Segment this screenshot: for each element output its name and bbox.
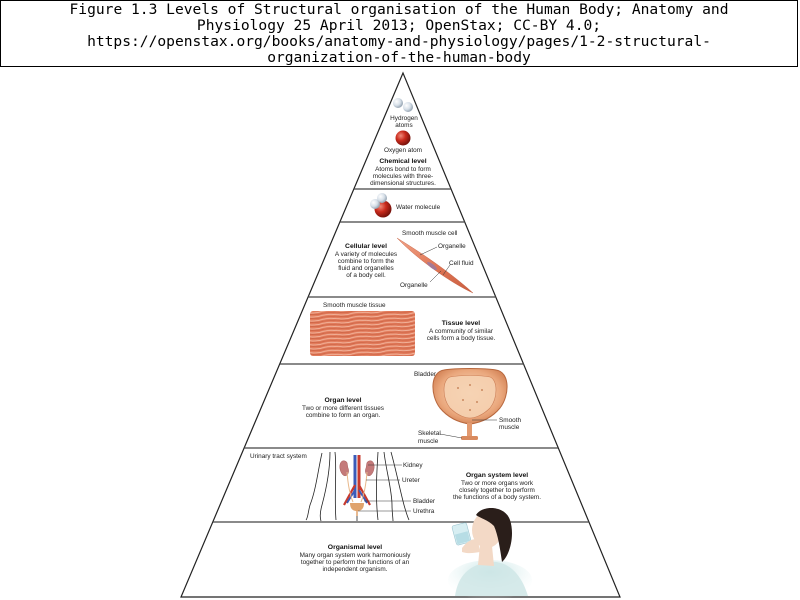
tissue-level-title: Tissue level: [442, 320, 481, 327]
organ-level-desc: combine to form an organ.: [306, 412, 381, 419]
bladder-label: Bladder: [413, 498, 436, 505]
organelle-label: Organelle: [400, 282, 428, 289]
water-molecule-icon: [370, 193, 392, 218]
caption-line: https://openstax.org/books/anatomy-and-p…: [87, 33, 711, 50]
bladder-icon: [432, 368, 508, 440]
tissue-level-desc: A community of similar: [429, 328, 494, 335]
figure-caption: Figure 1.3 Levels of Structural organisa…: [0, 0, 798, 67]
urethra-label: Urethra: [413, 508, 435, 515]
organ-system-level-desc: the functions of a body system.: [453, 494, 541, 501]
organismal-level-desc: independent organism.: [322, 566, 387, 573]
cellular-level-desc: A variety of molecules: [335, 251, 397, 258]
urinary-system-icon: [339, 455, 375, 516]
organ-level-desc: Two or more different tissues: [302, 405, 384, 412]
skeletal-muscle-label: muscle: [418, 438, 439, 445]
cellular-level-desc: of a body cell.: [346, 272, 386, 279]
smooth-muscle-label: Smooth: [499, 417, 521, 424]
ureter-label: Ureter: [402, 477, 421, 484]
hydrogen-label: Hydrogen: [390, 115, 418, 122]
organismal-level-title: Organismal level: [328, 544, 383, 551]
organismal-level: Organismal level Many organ system work …: [300, 508, 532, 600]
bladder-label: Bladder: [414, 371, 437, 378]
chemical-level-desc: Atoms bond to form: [375, 166, 431, 173]
organelle-label: Organelle: [438, 243, 466, 250]
cell-fluid-label: Cell fluid: [449, 260, 474, 267]
cellular-level-desc: fluid and organelles: [338, 265, 393, 272]
oxygen-atom-icon: [395, 130, 411, 146]
organ-system-level-desc: closely together to perform: [459, 487, 535, 494]
body-outline-icon: [305, 451, 410, 522]
organelle-icon: [427, 261, 437, 271]
organ-system-level-desc: Two or more organs work: [461, 480, 534, 487]
chemical-level: Hydrogen atoms Oxygen atom Chemical leve…: [370, 98, 436, 187]
skeletal-muscle-label: Skeletal: [418, 430, 441, 437]
organismal-level-desc: Many organ system work harmoniously: [300, 552, 412, 559]
smooth-muscle-cell-icon: [396, 237, 474, 294]
woman-drinking-icon: [448, 508, 532, 600]
organismal-level-desc: together to perform the functions of an: [301, 559, 410, 566]
cellular-level: Smooth muscle cell Cellular level A vari…: [335, 230, 474, 294]
hydrogen-atom-icon: [403, 102, 413, 112]
smooth-muscle-cell-label: Smooth muscle cell: [402, 230, 457, 237]
chemical-level-title: Chemical level: [379, 158, 426, 165]
organ-system-level: Urinary tract system Kidney Ureter Bladd…: [250, 451, 541, 522]
tissue-level: Smooth muscle tissue Tissue level A comm…: [310, 302, 495, 356]
caption-line: Physiology 25 April 2013; OpenStax; CC-B…: [196, 17, 602, 34]
smooth-muscle-label: muscle: [499, 424, 520, 431]
caption-line: organization-of-the-human-body: [267, 49, 531, 66]
smooth-muscle-tissue-icon: [310, 311, 415, 356]
kidney-label: Kidney: [403, 462, 423, 469]
oxygen-label: Oxygen atom: [384, 147, 422, 154]
molecular-level: Water molecule: [370, 193, 441, 218]
chemical-level-desc: molecules with three-: [373, 173, 433, 180]
tissue-level-desc: cells form a body tissue.: [427, 335, 496, 342]
caption-line: Figure 1.3 Levels of Structural organisa…: [69, 1, 729, 18]
organ-level-title: Organ level: [324, 397, 361, 404]
organ-system-level-title: Organ system level: [466, 472, 528, 479]
urinary-tract-label: Urinary tract system: [250, 453, 307, 460]
hydrogen-label: atoms: [395, 122, 412, 129]
cellular-level-title: Cellular level: [345, 243, 387, 250]
cellular-level-desc: combine to form the: [338, 258, 395, 265]
hydrogen-atom-icon: [393, 98, 403, 108]
water-molecule-label: Water molecule: [396, 204, 441, 211]
chemical-level-desc: dimensional structures.: [370, 180, 436, 187]
organ-level: Organ level Two or more different tissue…: [302, 368, 521, 445]
smooth-muscle-tissue-label: Smooth muscle tissue: [323, 302, 386, 309]
